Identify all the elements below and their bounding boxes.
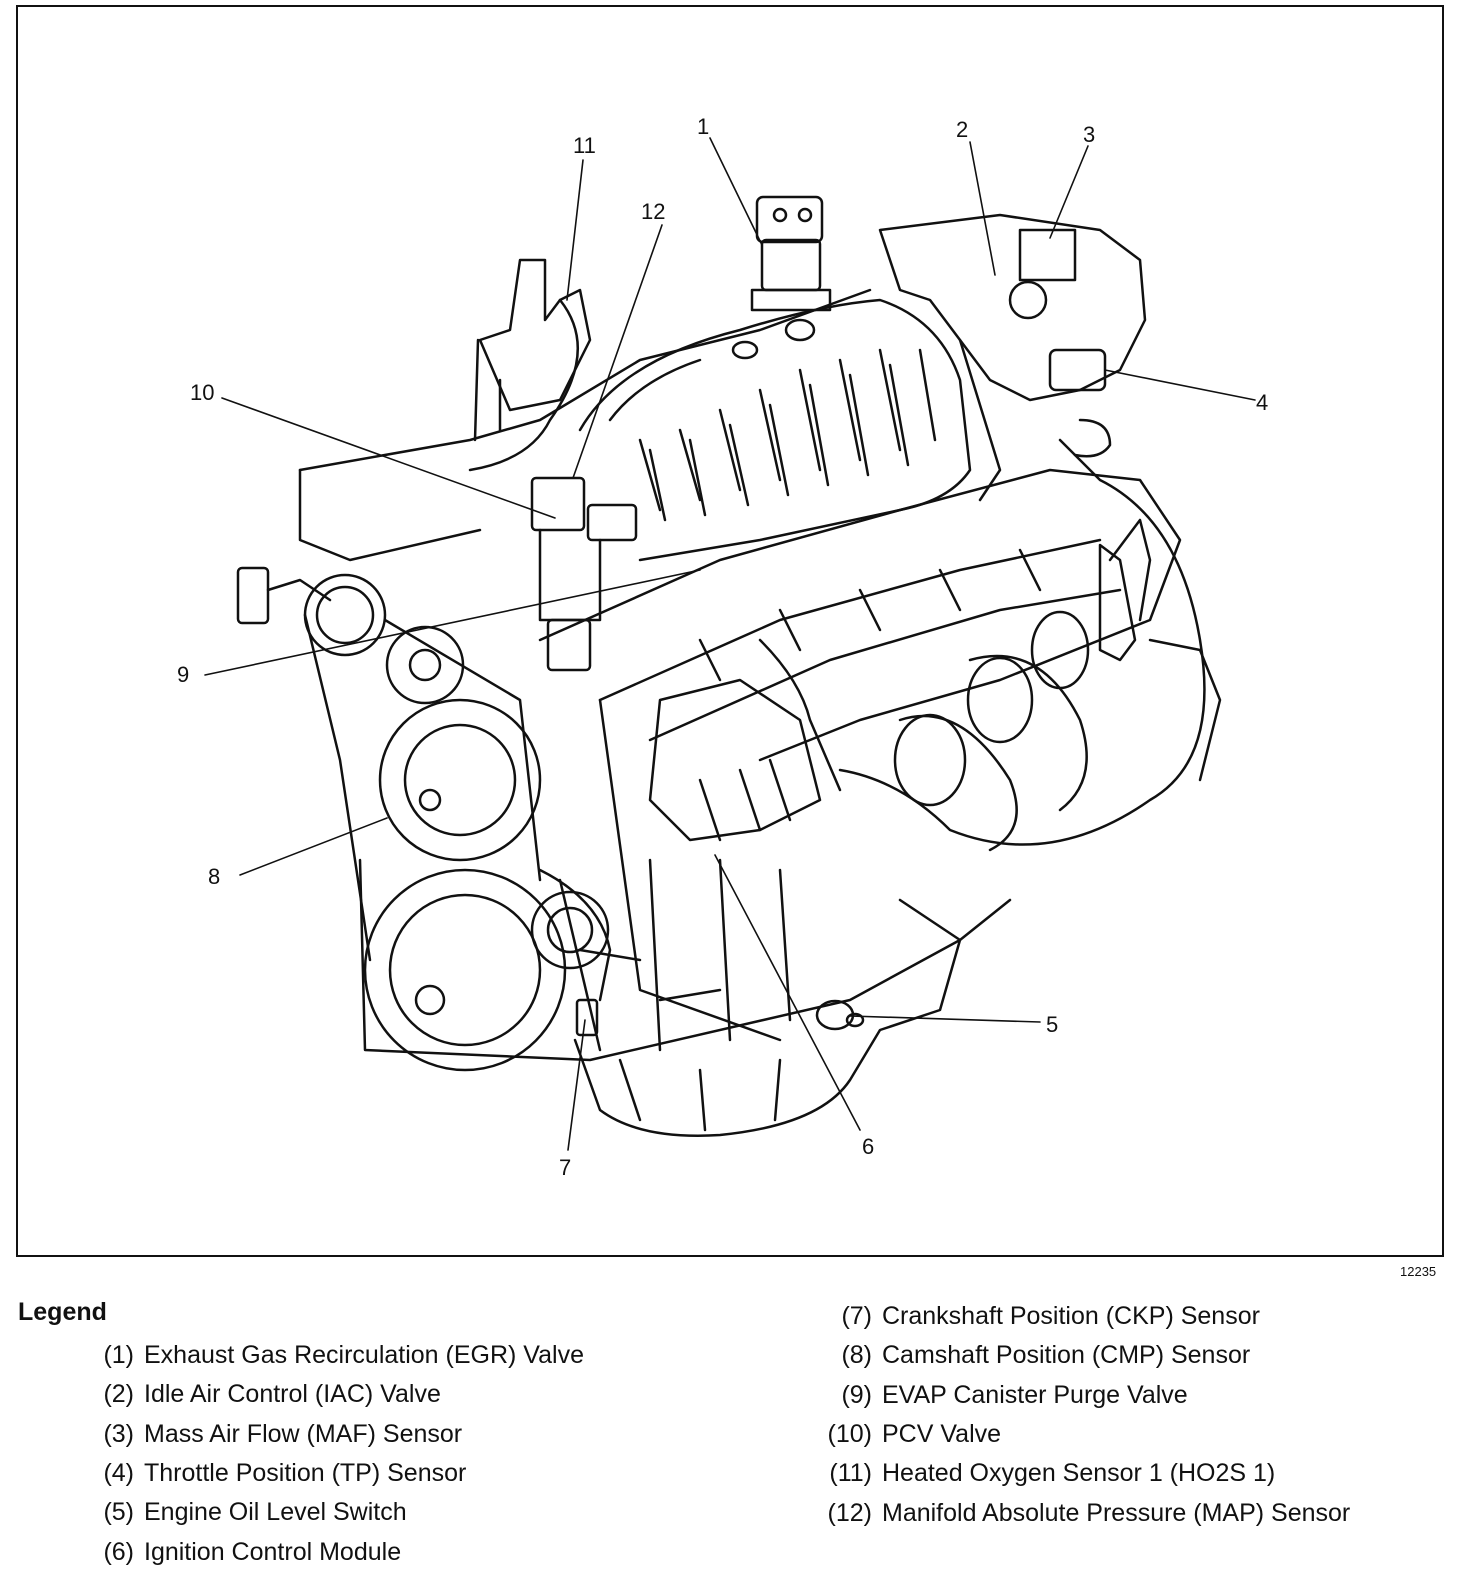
legend-item: (5) Engine Oil Level Switch	[80, 1493, 584, 1532]
leader-line-9	[204, 569, 701, 676]
legend-item-number: (11)	[829, 1459, 872, 1488]
legend-right-column: (7) Crankshaft Position (CKP) Sensor (8) C…	[818, 1297, 1351, 1533]
figure-id-label: 12235	[1400, 1264, 1437, 1279]
legend-item-number: (4)	[103, 1459, 134, 1488]
legend-item-number: (5)	[103, 1498, 134, 1527]
legend-item-text: Manifold Absolute Pressure (MAP) Sensor	[882, 1498, 1351, 1527]
leader-line-8	[239, 817, 388, 876]
oil-level-switch	[815, 999, 865, 1031]
legend-item: (1) Exhaust Gas Recirculation (EGR) Valve	[80, 1336, 584, 1375]
legend-item: (3) Mass Air Flow (MAF) Sensor	[80, 1415, 584, 1454]
belt-drive	[303, 573, 612, 1072]
ignition-module	[236, 566, 822, 842]
legend-item: (9) EVAP Canister Purge Valve	[818, 1376, 1350, 1415]
legend-item-number: (2)	[103, 1380, 134, 1409]
legend-item: (10) PCV Valve	[818, 1415, 1350, 1454]
leader-line-12	[572, 224, 663, 479]
legend-item-number: (8)	[841, 1341, 872, 1370]
legend-item: (2) Idle Air Control (IAC) Valve	[80, 1375, 584, 1414]
legend-item-text: Ignition Control Module	[144, 1537, 402, 1566]
legend-item-number: (3)	[103, 1419, 134, 1448]
leader-line-1	[709, 137, 763, 246]
leader-line-2	[969, 141, 996, 276]
legend-item-number: (12)	[827, 1498, 872, 1527]
legend-item: (7) Crankshaft Position (CKP) Sensor	[818, 1297, 1350, 1336]
legend-item-text: Mass Air Flow (MAF) Sensor	[144, 1419, 463, 1448]
legend-item-text: Exhaust Gas Recirculation (EGR) Valve	[144, 1341, 584, 1370]
legend-item: (6) Ignition Control Module	[80, 1532, 584, 1571]
leader-line-5	[849, 1015, 1041, 1023]
callout-label: 10	[190, 380, 215, 405]
leader-lines	[204, 137, 1256, 1151]
right-bracket	[758, 518, 1222, 792]
legend-item-number: (7)	[841, 1302, 872, 1331]
leader-line-4	[1104, 369, 1256, 401]
legend-item-text: Idle Air Control (IAC) Valve	[144, 1380, 441, 1409]
cylinder-heads	[298, 288, 1182, 762]
throttle-body	[878, 213, 1147, 502]
legend-item-number: (10)	[827, 1420, 872, 1449]
legend-item-number: (6)	[103, 1537, 134, 1566]
callout-label: 6	[862, 1134, 875, 1159]
legend-item: (12) Manifold Absolute Pressure (MAP) Sen…	[818, 1493, 1351, 1532]
legend-item: (8) Camshaft Position (CMP) Sensor	[818, 1336, 1350, 1375]
legend-item-text: PCV Valve	[882, 1420, 1002, 1449]
callout-label: 2	[956, 117, 969, 142]
figure-frame	[16, 5, 1444, 1257]
callout-label: 5	[1046, 1012, 1059, 1037]
legend-item-text: Engine Oil Level Switch	[144, 1498, 407, 1527]
legend-item-text: Heated Oxygen Sensor 1 (HO2S 1)	[882, 1459, 1276, 1488]
legend-left-column: (1) Exhaust Gas Recirculation (EGR) Valve…	[80, 1336, 584, 1572]
map-sensor	[530, 476, 638, 672]
legend-item-text: Camshaft Position (CMP) Sensor	[882, 1341, 1251, 1370]
legend-item: (11) Heated Oxygen Sensor 1 (HO2S 1)	[818, 1454, 1350, 1493]
callout-label: 9	[177, 662, 190, 687]
callout-label: 8	[208, 864, 221, 889]
leader-line-7	[567, 1019, 586, 1151]
callout-label: 11	[573, 133, 596, 158]
callout-label: 3	[1083, 122, 1096, 147]
leader-line-11	[566, 159, 584, 301]
callout-label: 12	[641, 199, 666, 224]
legend-item-number: (1)	[103, 1341, 134, 1370]
legend-item-text: EVAP Canister Purge Valve	[882, 1380, 1188, 1409]
ckp-sensor	[575, 998, 599, 1037]
legend-item: (4) Throttle Position (TP) Sensor	[80, 1454, 584, 1493]
legend-item-number: (9)	[841, 1380, 872, 1409]
egr-valve	[750, 195, 832, 312]
engine-block	[358, 698, 1012, 1062]
leader-line-3	[1049, 145, 1089, 239]
engine-diagram	[204, 137, 1256, 1151]
exhaust-manifold	[838, 438, 1206, 852]
legend-item-text: Crankshaft Position (CKP) Sensor	[882, 1302, 1260, 1331]
oxygen-sensor-bracket	[468, 258, 592, 472]
leader-line-6	[714, 854, 861, 1131]
legend-title: Legend	[18, 1298, 107, 1326]
legend-item-text: Throttle Position (TP) Sensor	[144, 1459, 467, 1488]
intake-plenum	[578, 298, 972, 562]
callout-label: 7	[559, 1155, 572, 1180]
callout-label: 4	[1256, 390, 1269, 415]
oil-pan	[573, 898, 962, 1137]
leader-line-10	[221, 397, 556, 519]
callout-label: 1	[697, 114, 710, 139]
